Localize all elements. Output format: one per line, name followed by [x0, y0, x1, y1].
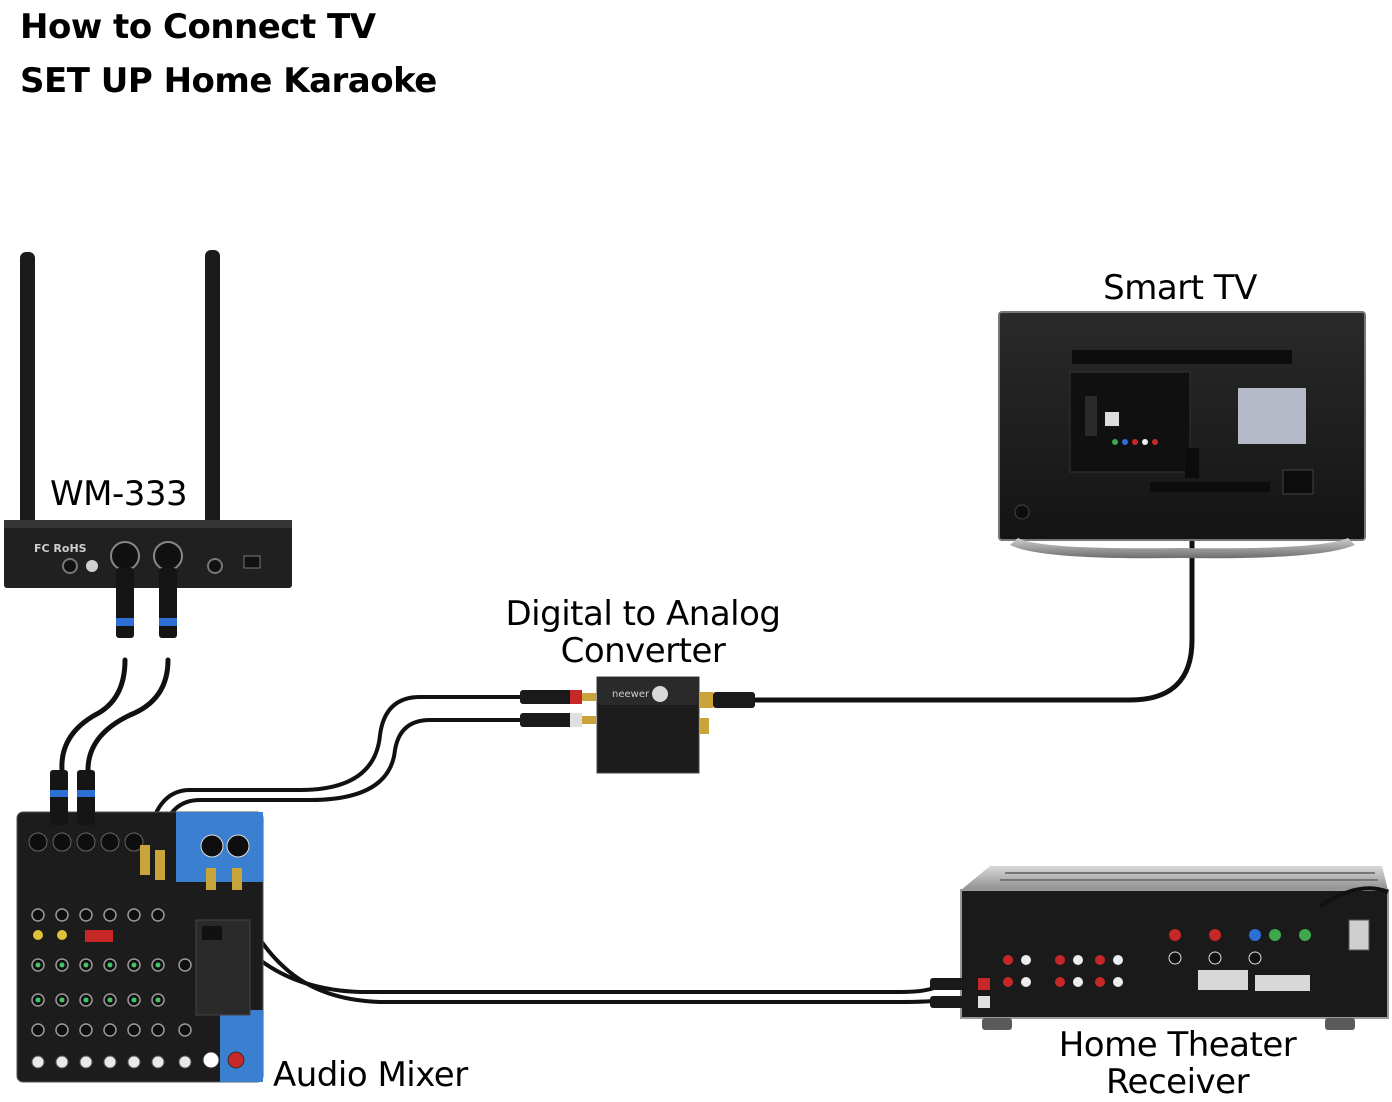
mixer-yellow-knob-caps	[33, 930, 67, 940]
svg-text:neewer: neewer	[612, 689, 650, 700]
mixer-label: Audio Mixer	[273, 1055, 468, 1095]
home-theater-receiver	[930, 866, 1389, 1030]
rca-plug-white-icon	[520, 713, 596, 727]
mixer-mute-buttons	[31, 1055, 192, 1069]
home-theater-label: Home Theater Receiver	[1035, 1027, 1320, 1101]
tv-stand-icon	[1010, 538, 1355, 559]
svg-text:FC RoHS: FC RoHS	[34, 542, 87, 555]
rca-cable-mixer-to-receiver-2	[236, 883, 942, 1004]
xlr-plug-2-icon	[159, 568, 177, 638]
optical-cable	[752, 467, 1195, 703]
converter-label-line-2: Converter	[560, 631, 726, 671]
smart-tv-label: Smart TV	[1103, 268, 1257, 308]
home-theater-label-line-2: Receiver	[1105, 1062, 1250, 1102]
mixer-knobs	[31, 908, 192, 1037]
title-line-1: How to Connect TV	[20, 7, 376, 47]
antenna-right-icon	[205, 250, 220, 540]
xlr-cable-2	[85, 657, 171, 773]
rca-cable-mixer-to-receiver-1	[213, 883, 942, 994]
dac-converter: neewer	[520, 676, 755, 774]
receiver-rca-plugs-icon	[930, 978, 990, 1008]
converter-label: Digital to Analog Converter	[470, 596, 816, 670]
home-theater-label-line-1: Home Theater	[1058, 1025, 1297, 1065]
mixer-green-knob-caps	[35, 962, 161, 1003]
page-title: How to Connect TV SET UP Home Karaoke	[20, 0, 437, 108]
xlr-cable-1	[59, 657, 128, 773]
rca-plug-red-icon	[520, 690, 596, 704]
title-line-2: SET UP Home Karaoke	[20, 61, 437, 101]
antenna-left-icon	[20, 252, 35, 537]
xlr-plug-1-icon	[116, 568, 134, 638]
receiver-jacks	[1003, 929, 1311, 987]
smart-tv	[998, 311, 1366, 559]
audio-mixer	[16, 770, 264, 1083]
mixer-input-jacks	[28, 832, 250, 858]
converter-label-line-1: Digital to Analog	[505, 594, 782, 634]
rca-cable-red-to-mixer	[143, 695, 522, 862]
wm333-label: WM-333	[50, 474, 188, 514]
wm333-receiver: FC RoHS	[4, 250, 292, 638]
rca-cable-white-to-mixer	[156, 718, 522, 867]
